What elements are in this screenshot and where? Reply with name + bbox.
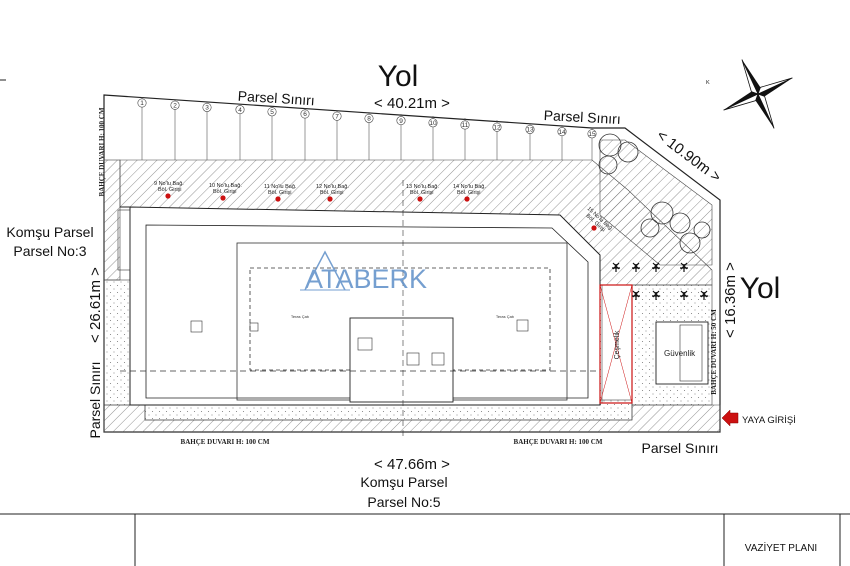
lot-number-circle	[460, 120, 470, 130]
skylight-left	[190, 320, 203, 333]
compass-letter: K	[706, 80, 710, 86]
road-right-name: Yol	[740, 272, 781, 305]
lot-number-circle	[267, 107, 277, 117]
watermark-text: ATABERK	[305, 264, 427, 294]
trees	[598, 133, 711, 254]
garden-wall-left: BAHÇE DUVARI H: 100 CM	[98, 107, 106, 196]
lot-number: 1	[140, 100, 144, 107]
neighbor-left-line2: Parsel No:3	[13, 243, 86, 259]
dimension-left: < 26.61m >	[87, 267, 104, 343]
garden-wall-bottom-right: BAHÇE DUVARI H: 100 CM	[514, 438, 603, 446]
lot-number: 6	[303, 111, 307, 118]
lot-number: 4	[238, 107, 242, 114]
lot-number-circle	[557, 127, 567, 137]
entrance-label-line2: Böl. Girişi	[457, 190, 481, 196]
entrance-label-line2: Böl. Girişi	[213, 189, 237, 195]
lot-number-circle	[300, 109, 310, 119]
lot-number: 7	[335, 113, 339, 120]
dimension-right: < 16.36m >	[722, 262, 739, 338]
core-block	[349, 317, 454, 403]
entrance-dot	[591, 225, 597, 231]
ataberk-logo: ATABERK	[300, 250, 427, 294]
lot-number-circle	[428, 118, 438, 128]
lot-number-circle	[587, 129, 597, 139]
entrance-dot	[327, 196, 333, 202]
road-top-length: < 40.21m >	[374, 95, 450, 112]
lot-number: 2	[173, 102, 177, 109]
lot-number-circle	[170, 100, 180, 110]
lot-number-circle	[525, 124, 535, 134]
skylight-right	[516, 319, 529, 332]
lot-number-circle	[235, 105, 245, 115]
lot-number: 5	[270, 109, 274, 116]
lot-number-circle	[202, 102, 212, 112]
neighbor-bottom-line2: Parsel No:5	[367, 494, 440, 510]
terrace-left-label: Teras Çatı	[291, 314, 309, 319]
lot-number-circle	[364, 113, 374, 123]
entrance-dot	[464, 196, 470, 202]
stair-box	[117, 209, 131, 271]
entrance-label-line1: 10 No'lu Bağ.	[209, 183, 242, 189]
entrance-label-line1: 12 No'lu Bağ.	[316, 184, 349, 190]
lot-number: 12	[493, 124, 501, 131]
security-label: Güvenlik	[664, 349, 696, 358]
garden-wall-bottom-left: BAHÇE DUVARI H: 100 CM	[181, 438, 270, 446]
entrance-label-line1: 13 No'lu Bağ.	[406, 184, 439, 190]
fountain-label: Çeşmelik	[614, 330, 621, 359]
entrance-dot	[417, 196, 423, 202]
roof-outline	[249, 267, 551, 371]
road-top-name: Yol	[378, 60, 419, 93]
lot-number: 3	[205, 105, 209, 112]
garden-wall-right: BAHÇE DUVARI H: 50 CM	[710, 309, 718, 395]
shaft-box-1	[406, 352, 420, 366]
north-arrow-icon	[723, 59, 793, 129]
entrance-label-line2: Böl. Girişi	[320, 190, 344, 196]
lot-number: 15	[588, 131, 596, 138]
entrance-dot	[165, 193, 171, 199]
lot-number: 13	[526, 127, 534, 134]
entrance-label-line2: Böl. Girişi	[268, 190, 292, 196]
pedestrian-entrance-label: YAYA GİRİŞİ	[742, 415, 796, 426]
entrance-label-line1: 14 No'lu Bağ.	[453, 184, 486, 190]
lot-number: 9	[399, 118, 403, 125]
entrance-dot	[275, 196, 281, 202]
lot-number: 10	[429, 120, 437, 127]
boundary-label-left: Parsel Sınırı	[87, 361, 103, 438]
garden-hatch-left	[103, 159, 121, 281]
garden-hatch-corner	[599, 139, 713, 266]
boundary-label-bottom-right: Parsel Sınırı	[641, 440, 718, 456]
entrance-label-line1: 11 No'lu Bağ.	[264, 184, 297, 190]
lot-number: 8	[367, 116, 371, 123]
shaft-box-2	[431, 352, 445, 366]
lot-number-circle	[332, 111, 342, 121]
dimension-bottom: < 47.66m >	[374, 456, 450, 473]
skylight-mid	[249, 322, 259, 332]
lot-number-circle	[137, 98, 147, 108]
lot-number: 11	[462, 122, 469, 129]
lot-number: 14	[558, 129, 566, 136]
drawing-title: VAZİYET PLANI	[745, 541, 817, 554]
terrace-right-label: Teras Çatı	[496, 314, 514, 319]
fountain-area	[599, 284, 633, 404]
lot-number-circle	[396, 116, 406, 126]
pedestrian-entrance-arrow	[721, 409, 739, 427]
entrance-label-line1: 9 No'lu Bağ.	[154, 181, 184, 187]
entrance-label-line2: Böl. Girişi	[158, 187, 182, 193]
elevator-box	[357, 337, 373, 351]
neighbor-left-line1: Komşu Parsel	[6, 224, 93, 240]
palms	[612, 262, 708, 300]
lot-number-circle	[492, 122, 502, 132]
neighbor-bottom-line1: Komşu Parsel	[360, 474, 447, 490]
boundary-label-top-left: Parsel Sınırı	[237, 88, 315, 109]
security-booth	[655, 321, 709, 385]
entrance-dot	[220, 195, 226, 201]
boundary-label-top-right: Parsel Sınırı	[543, 107, 621, 127]
entrance-label-line2: Böl. Girişi	[410, 190, 434, 196]
